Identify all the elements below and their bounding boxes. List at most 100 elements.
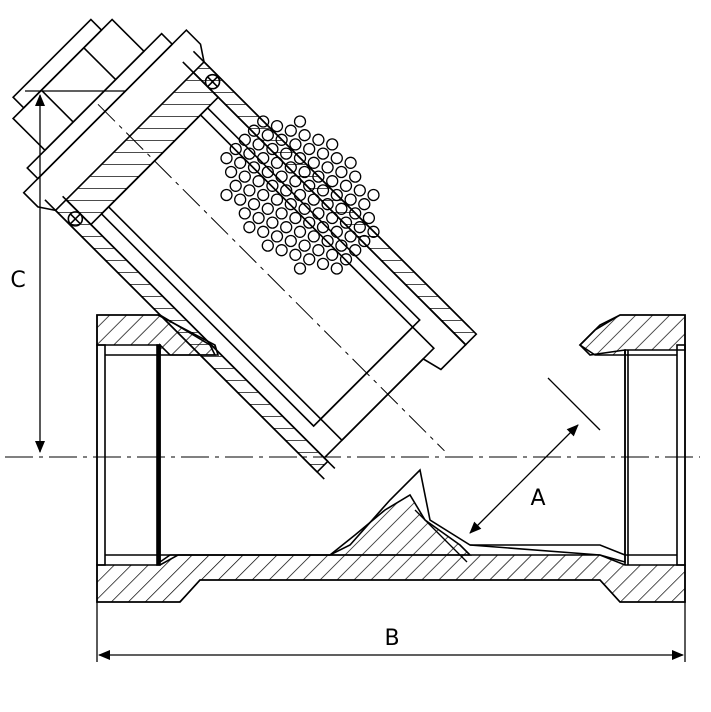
perforation-hole: [303, 179, 316, 192]
perforation-hole: [270, 230, 284, 243]
perforation-hole: [252, 211, 265, 225]
perforation-hole: [224, 165, 238, 179]
perforation-hole: [266, 142, 279, 156]
perforation-hole: [298, 239, 311, 252]
perforation-hole: [289, 211, 302, 225]
perforation-hole: [312, 244, 325, 257]
perforation-hole: [303, 216, 316, 229]
perforation-hole: [243, 184, 256, 197]
perforation-hole: [307, 193, 320, 206]
dimension-a-label: A: [530, 486, 545, 511]
perforation-hole: [316, 221, 330, 234]
perforation-hole: [321, 198, 334, 211]
left-thread-recess: [96, 344, 106, 566]
bottom-wall: [96, 554, 686, 603]
perforation-hole: [252, 175, 265, 188]
perforation-hole: [307, 230, 320, 243]
perforation-hole: [293, 188, 307, 202]
perforation-hole: [234, 193, 247, 206]
perforation-hole: [326, 248, 339, 261]
perforation-hole: [284, 198, 297, 211]
perforation-hole: [367, 188, 380, 202]
perforation-hole: [307, 156, 320, 169]
perforation-hole: [293, 262, 307, 275]
perforation-hole: [275, 207, 288, 220]
right-top-wall: [578, 314, 686, 356]
perforation-hole: [289, 248, 302, 261]
perforation-hole: [316, 147, 330, 160]
perforation-hole: [344, 230, 357, 243]
perforation-hole: [303, 142, 316, 156]
perforation-hole: [303, 253, 316, 266]
perforation-hole: [238, 133, 251, 146]
perforation-hole: [330, 225, 343, 238]
perforation-hole: [293, 152, 307, 165]
valve-body: [96, 314, 686, 603]
perforation-hole: [339, 253, 353, 266]
gasket-cross: [67, 73, 221, 227]
perforation-hole: [238, 170, 251, 183]
perforation-hole: [247, 161, 261, 174]
perforation-hole: [326, 138, 339, 151]
perforation-hole: [247, 124, 261, 137]
perforation-hole: [312, 133, 325, 146]
perforation-hole: [349, 244, 362, 257]
perforation-hole: [280, 184, 293, 197]
dimension-b-label: B: [384, 626, 399, 651]
dimension-c: [25, 90, 125, 453]
partition-wall: [327, 493, 472, 556]
perforation-hole: [293, 115, 307, 128]
perforation-hole: [284, 234, 297, 248]
right-thread-recess: [676, 344, 686, 566]
perforation-hole: [293, 225, 307, 238]
perforation-hole: [243, 147, 256, 160]
perforation-hole: [339, 179, 353, 192]
perforation-hole: [339, 216, 353, 229]
perforation-hole: [316, 184, 330, 197]
perforation-hole: [257, 225, 270, 238]
perforation-hole: [234, 156, 247, 169]
perforation-hole: [312, 170, 325, 183]
perforation-hole: [367, 225, 380, 238]
perforation-hole: [220, 152, 233, 165]
perforation-hole: [330, 152, 343, 165]
perforation-hole: [280, 147, 293, 160]
perforation-hole: [335, 202, 348, 215]
perforation-hole: [275, 133, 288, 146]
perforation-hole: [335, 165, 348, 179]
perforation-hole: [362, 211, 376, 225]
perforation-hole: [247, 198, 261, 211]
perforation-hole: [289, 138, 302, 151]
perforation-hole: [220, 188, 233, 202]
perforation-hole: [266, 216, 279, 229]
perforation-hole: [326, 211, 339, 225]
perforation-hole: [330, 262, 343, 275]
perforation-hole: [229, 142, 242, 156]
perforation-hole: [261, 165, 274, 179]
perforation-hole: [257, 115, 270, 128]
perforation-hole: [261, 202, 274, 215]
perforation-hole: [316, 257, 330, 271]
perforation-hole: [270, 193, 284, 206]
perforation-hole: [349, 207, 362, 220]
perforation-hole: [298, 202, 311, 215]
perforation-hole: [335, 239, 348, 252]
perforation-hole: [257, 188, 270, 202]
perforation-hole: [330, 188, 343, 202]
perforation-hole: [261, 239, 274, 252]
perforation-hole: [280, 221, 293, 234]
perforation-hole: [344, 193, 357, 206]
perforation-hole: [289, 175, 302, 188]
perforation-hole: [275, 244, 288, 257]
screen-perforations: [220, 115, 380, 275]
dimension-b: [96, 602, 686, 662]
perforation-hole: [312, 207, 325, 220]
perforation-hole: [261, 129, 274, 142]
perforation-hole: [270, 156, 284, 169]
perforation-hole: [243, 221, 256, 234]
perforation-hole: [353, 221, 366, 234]
perforation-hole: [229, 179, 242, 192]
perforation-hole: [252, 138, 265, 151]
perforation-hole: [275, 170, 288, 183]
